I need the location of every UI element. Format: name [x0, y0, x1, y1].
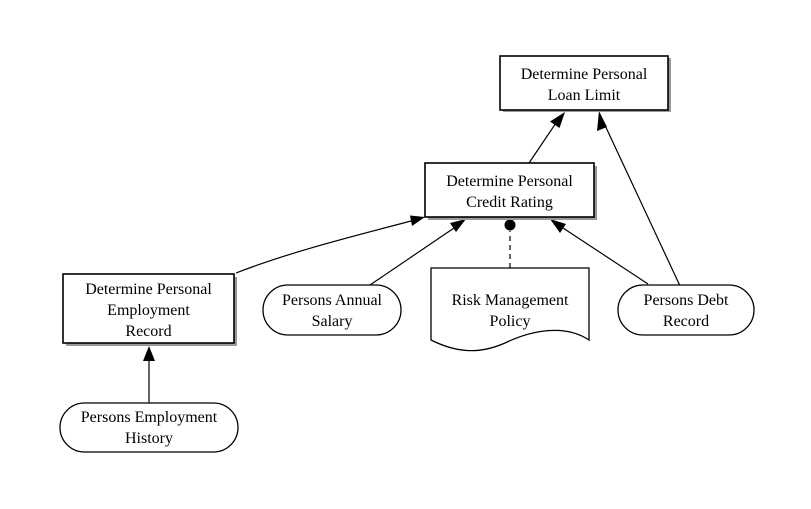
arrowhead-employment-record	[143, 346, 155, 361]
decision-employment-record[interactable]: Determine Personal Employment Record	[62, 273, 237, 346]
edge-credit-rating-to-loan-limit	[528, 119, 559, 164]
arrowhead-credit-rating-mid	[450, 219, 466, 232]
employment-record-label-line1: Determine Personal	[85, 281, 212, 298]
input-employment-history[interactable]: Persons Employment History	[59, 402, 239, 453]
debt-record-label-line2: Record	[663, 313, 709, 330]
arrowhead-credit-rating-left	[410, 215, 425, 226]
employment-record-label-line3: Record	[125, 323, 171, 340]
debt-record-label-line1: Persons Debt	[644, 292, 729, 309]
annual-salary-label-line1: Persons Annual	[282, 292, 383, 309]
decision-credit-rating[interactable]: Determine Personal Credit Rating	[424, 162, 597, 220]
edge-employment-record-to-credit-rating	[235, 219, 416, 274]
employment-history-label-line2: History	[125, 430, 173, 447]
loan-limit-label-line1: Determine Personal	[521, 66, 648, 83]
edge-debt-record-to-credit-rating	[559, 225, 649, 285]
input-debt-record[interactable]: Persons Debt Record	[617, 284, 755, 336]
annual-salary-label-line2: Salary	[312, 313, 353, 330]
knowledge-source-risk-policy[interactable]: Risk Management Policy	[430, 267, 590, 352]
loan-limit-label-line2: Loan Limit	[548, 87, 621, 104]
edge-debt-record-to-loan-limit	[602, 120, 682, 289]
arrowhead-loan-limit-left	[550, 112, 565, 128]
risk-policy-label-line2: Policy	[490, 313, 531, 330]
edge-annual-salary-to-credit-rating	[369, 225, 458, 286]
arrowhead-loan-limit-right	[597, 111, 607, 131]
employment-history-label-line1: Persons Employment	[81, 409, 218, 426]
input-annual-salary[interactable]: Persons Annual Salary	[262, 284, 402, 336]
credit-rating-label-line2: Credit Rating	[466, 194, 553, 211]
employment-record-label-line2: Employment	[107, 302, 190, 319]
authority-dot	[504, 219, 516, 231]
credit-rating-label-line1: Determine Personal	[446, 173, 573, 190]
decision-loan-limit[interactable]: Determine Personal Loan Limit	[499, 55, 671, 112]
risk-policy-label-line1: Risk Management	[452, 292, 569, 309]
arrowhead-credit-rating-right	[550, 219, 566, 233]
